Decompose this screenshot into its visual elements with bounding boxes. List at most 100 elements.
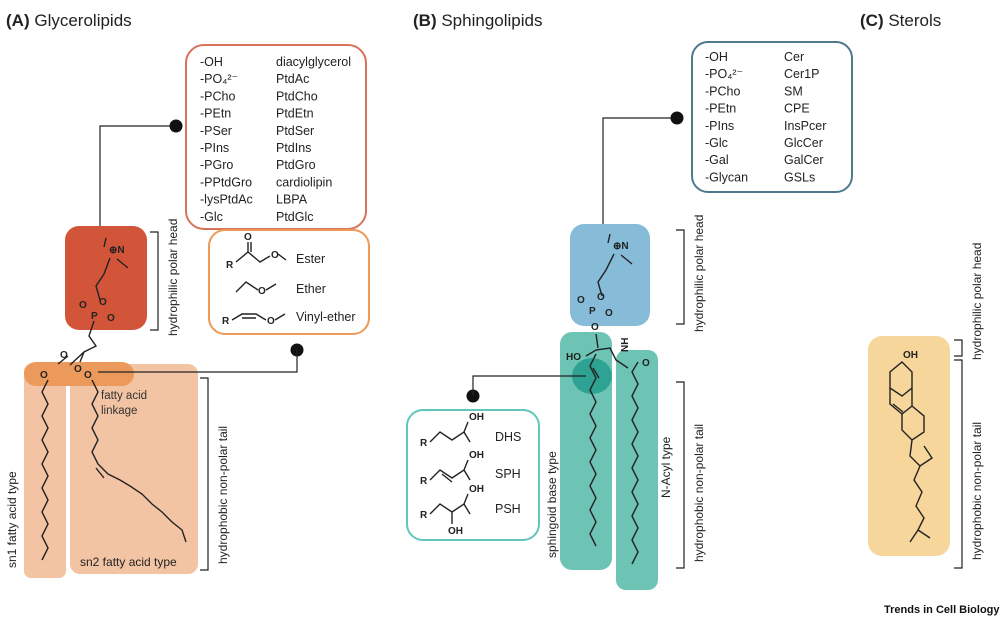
sphingo-head-bracket: [676, 229, 685, 325]
glycero-label-sn2: sn2 fatty acid type: [80, 555, 177, 569]
sterol-label-tail: hydrophobic non-polar tail: [970, 422, 984, 560]
sterol-tail-bracket: [954, 359, 963, 569]
glycero-lipid-name-8: LBPA: [276, 193, 308, 207]
base-sph: SPH: [495, 467, 521, 481]
linkage-structures: O O R O R O: [222, 232, 287, 327]
panel-b-title: (B) Sphingolipids: [413, 11, 542, 30]
glycero-lipid-name-5: PtdIns: [276, 141, 311, 155]
svg-text:O: O: [60, 350, 68, 361]
glycero-lipid-name-2: PtdCho: [276, 89, 318, 103]
linkage-ester: Ester: [296, 252, 325, 266]
glycero-headgroup-8: -lysPtdAc: [200, 193, 253, 207]
sphingo-headgroup-6: -Gal: [705, 153, 729, 167]
svg-text:R: R: [222, 316, 230, 327]
glycero-headgroup-list: -OH-PO₄²⁻-PCho-PEtn-PSer-PIns-PGro-PPtdG…: [200, 55, 253, 224]
sphingo-headgroup-0: -OH: [705, 50, 728, 64]
sterol-structure: OH: [889, 350, 933, 543]
sterol-shape: [868, 336, 950, 556]
glycero-lipid-name-9: PtdGlc: [276, 210, 314, 224]
linkage-connector: [98, 350, 298, 373]
sphingo-base-connector: [472, 375, 586, 396]
glycero-headgroup-9: -Glc: [200, 210, 223, 224]
svg-text:R: R: [420, 510, 428, 521]
sphingo-lipid-name-6: GalCer: [784, 153, 824, 167]
sphingo-headgroup-3: -PEtn: [705, 102, 736, 116]
glycero-label-head: hydrophilic polar head: [166, 219, 180, 336]
glycero-headgroup-4: -PSer: [200, 124, 232, 138]
glycero-label-tail: hydrophobic non-polar tail: [216, 426, 230, 564]
svg-text:O: O: [605, 308, 613, 319]
sphingo-lipid-name-1: Cer1P: [784, 67, 819, 81]
svg-text:O: O: [597, 292, 605, 303]
glycero-lipid-name-0: diacylglycerol: [276, 55, 351, 69]
sphingo-head-connector: [602, 117, 677, 226]
glycero-label-sn1: sn1 fatty acid type: [5, 471, 19, 568]
glycero-tail-bracket: [200, 377, 209, 571]
svg-text:P: P: [589, 306, 596, 317]
sphingo-label-tail: hydrophobic non-polar tail: [692, 424, 706, 562]
credit-line: Trends in Cell Biology: [884, 604, 1000, 616]
panel-c-title: (C) Sterols: [860, 11, 941, 30]
n-acyl-shape: [616, 350, 658, 590]
base-psh: PSH: [495, 502, 521, 516]
linkage-ether: Ether: [296, 282, 326, 296]
sterol-head-bracket: [954, 339, 963, 357]
sphingoid-base-box: [406, 409, 540, 541]
glycero-headgroup-5: -PIns: [200, 141, 229, 155]
svg-text:O: O: [99, 297, 107, 308]
base-dhs: DHS: [495, 430, 521, 444]
glycero-lipid-name-list: diacylglycerolPtdAcPtdChoPtdEtnPtdSerPtd…: [276, 55, 351, 224]
glycero-lipid-name-6: PtdGro: [276, 158, 316, 172]
svg-text:O: O: [591, 322, 599, 333]
svg-text:O: O: [79, 300, 87, 311]
sphingo-headgroup-4: -PIns: [705, 119, 734, 133]
glycero-head-bracket: [150, 231, 159, 331]
svg-text:O: O: [107, 313, 115, 324]
glycero-headgroup-6: -PGro: [200, 158, 233, 172]
svg-text:OH: OH: [448, 526, 463, 537]
sphingo-label-head: hydrophilic polar head: [692, 215, 706, 332]
sphingo-headgroup-1: -PO₄²⁻: [705, 67, 743, 81]
svg-text:OH: OH: [469, 412, 484, 423]
svg-text:O: O: [74, 364, 82, 375]
sphingo-head-structure: ⊕N O P O O O HO NH O: [566, 233, 650, 565]
svg-text:O: O: [271, 250, 279, 261]
svg-text:P: P: [91, 311, 98, 322]
glycero-lipid-name-7: cardiolipin: [276, 175, 332, 189]
glycero-headgroup-2: -PCho: [200, 89, 235, 103]
linkage-vinyl-ether: Vinyl-ether: [296, 310, 356, 324]
sphingo-lipid-name-3: CPE: [784, 102, 810, 116]
svg-text:O: O: [642, 358, 650, 369]
glycero-lipid-name-4: PtdSer: [276, 124, 314, 138]
glycero-label-linkage-1: fatty acid: [101, 390, 147, 402]
glycero-lipid-name-3: PtdEtn: [276, 107, 314, 121]
svg-text:R: R: [420, 438, 428, 449]
svg-text:OH: OH: [903, 350, 918, 361]
glycero-label-linkage-2: linkage: [101, 405, 137, 417]
panel-a-title: (A) Glycerolipids: [6, 11, 132, 30]
glycero-headgroup-0: -OH: [200, 55, 223, 69]
sphingo-headgroup-2: -PCho: [705, 84, 740, 98]
glycero-headgroup-1: -PO₄²⁻: [200, 72, 238, 86]
svg-text:O: O: [84, 370, 92, 381]
glycerol-backbone-shape: [24, 362, 134, 386]
sphingo-label-base: sphingoid base type: [545, 451, 559, 558]
sphingo-lipid-name-2: SM: [784, 84, 803, 98]
sphingo-headgroup-box: [691, 41, 853, 193]
svg-text:NH: NH: [620, 338, 631, 352]
svg-text:O: O: [577, 295, 585, 306]
glycero-head-connector: [99, 125, 176, 226]
glycero-head-connector-dot: [169, 119, 183, 133]
glycero-lipid-name-1: PtdAc: [276, 72, 309, 86]
svg-text:R: R: [226, 260, 234, 271]
glycero-headgroup-7: -PPtdGro: [200, 175, 252, 189]
sphingo-headgroup-7: -Glycan: [705, 170, 748, 184]
sphingo-lipid-name-4: InsPcer: [784, 119, 826, 133]
sphingo-label-acyl: N-Acyl type: [659, 436, 673, 498]
sphingo-double-bond-highlight: [572, 358, 612, 394]
linkage-type-box: [208, 229, 370, 335]
sphingo-lipid-name-7: GSLs: [784, 170, 815, 184]
sphingoid-base-structures: R OH R OH R OH OH: [420, 412, 484, 537]
